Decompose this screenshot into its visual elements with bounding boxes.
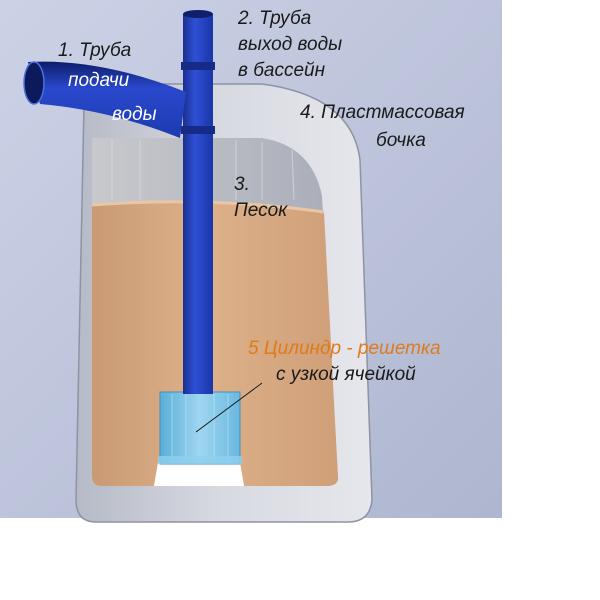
inlet-pipe-label-line2: подачи [68, 70, 130, 91]
inlet-pipe-mouth [23, 61, 45, 105]
inlet-pipe-label-line1: 1. Труба [58, 40, 132, 61]
outlet-pipe-joint-2 [181, 126, 215, 134]
cylinder-label-line2: с узкой ячейкой [276, 364, 416, 385]
inlet-pipe-label-line3: воды [112, 104, 157, 125]
mesh-pointer-line [195, 382, 263, 433]
sand-label-line2: Песок [234, 200, 288, 221]
mesh-base-gap [154, 462, 244, 486]
barrel-label-line1: 4. Пластмассовая [300, 102, 465, 123]
barrel-label-line2: бочка [376, 130, 426, 151]
cylinder-label-line1: 5 Цилиндр - решетка [248, 338, 441, 359]
sand-layer [92, 201, 338, 486]
outlet-pipe-label-line3: в бассейн [238, 60, 326, 81]
mesh-lines [171, 394, 229, 462]
outlet-pipe-label-line1: 2. Труба [238, 8, 312, 29]
outlet-pipe [183, 14, 213, 394]
mesh-bottom-rim [158, 456, 242, 464]
outlet-pipe-joint-1 [181, 62, 215, 70]
mesh-cylinder [159, 391, 241, 465]
outlet-pipe-label-line2: выход воды [238, 34, 343, 55]
outlet-pipe-top [183, 10, 213, 18]
inlet-pipe [28, 61, 186, 138]
barrel-wall-ribs [111, 140, 295, 201]
sand-label-line1: 3. [234, 174, 250, 195]
